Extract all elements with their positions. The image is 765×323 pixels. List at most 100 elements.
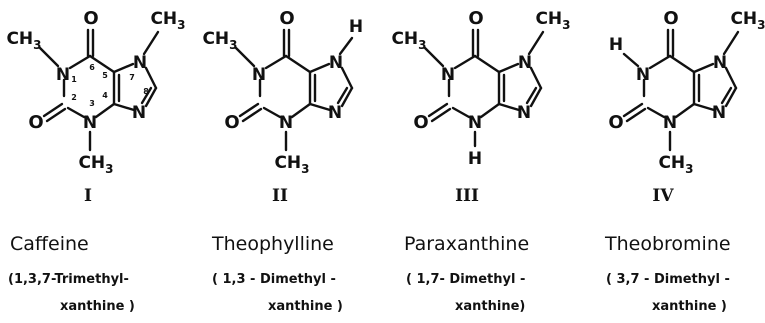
substituent-n3: H [468,149,482,169]
bond-n7-h [338,36,354,56]
bond-c2-o [622,102,644,118]
atom-n1: N [56,65,70,85]
atom-n9: N [712,103,726,123]
ring-number-8: 8 [143,87,149,96]
bond-c2-n3 [66,106,86,119]
atom-o6: O [468,8,483,29]
bond-n3-c4 [94,102,116,119]
bond-n9-c4 [692,102,716,112]
substituent-n3: CH3 [658,153,693,176]
atom-o6: O [663,8,678,29]
bond-n1-methyl [38,46,60,68]
bond-c2-o [238,102,260,118]
bond-n3-c4 [674,102,696,119]
atom-n7: N [518,53,532,73]
atom-o6: O [279,8,294,29]
bond-c5-n7 [308,62,331,74]
bond-c8-n9 [144,86,158,108]
atom-o2: O [413,112,428,133]
ring-number-4: 4 [102,91,108,100]
bond-n9-c4 [497,102,521,112]
substituent-n1: H [609,35,623,55]
name-caffeine: Caffeine [10,233,89,255]
atom-n9: N [328,103,342,123]
bond-n1-methyl [423,46,445,68]
bond-c2-n3 [646,106,666,119]
ring-number-7: 7 [129,73,135,82]
bond-n7-c8 [144,66,158,90]
bond-c8-n9 [529,86,543,108]
bond-c2-o [42,102,64,118]
bond-n7-c8 [340,66,354,90]
atom-n1: N [252,65,266,85]
bond-n3-c4 [479,102,501,119]
bond-c5-n7 [692,62,715,74]
name-theophylline: Theophylline [212,233,334,255]
atom-n3: N [83,113,97,133]
bond-n9-c4 [308,102,332,112]
bond-c2-o [427,102,449,118]
ring-number-3: 3 [89,99,95,108]
subtitle-caffeine-line2: xanthine ) [60,299,135,314]
atom-n1: N [636,65,650,85]
bond-c5-c6 [473,54,501,74]
bond-c2-o-double [625,107,647,123]
bond-c8-n9-double [720,86,733,105]
substituent-n7: H [349,17,363,37]
substituent-n7: CH3 [730,9,765,32]
substituent-n1: CH3 [6,29,41,52]
numeral-caffeine: I [84,186,92,206]
atom-n7: N [713,53,727,73]
atom-n7: N [133,53,147,73]
bond-c8-n9 [340,86,354,108]
atom-n3: N [468,113,482,133]
bond-n7-methyl [722,30,740,56]
subtitle-paraxanthine-line1: ( 1,7- Dimethyl - [406,272,526,287]
atom-n9: N [517,103,531,123]
bond-n7-c8 [529,66,543,90]
bond-c2-n3 [262,106,282,119]
bond-n3-c4 [290,102,312,119]
atom-o2: O [608,112,623,133]
numeral-theobromine: IV [652,186,674,206]
bond-c5-c6 [88,54,116,74]
atom-n3: N [663,113,677,133]
numeral-theophylline: II [272,186,288,206]
bond-c8-n9-double [140,86,153,105]
bond-c2-n3 [451,106,471,119]
substituent-n1: CH3 [391,29,426,52]
numeral-paraxanthine: III [455,186,479,206]
atom-n1: N [441,65,455,85]
bond-c5-c6 [284,54,312,74]
bond-c5-n7 [497,62,520,74]
bond-n7-methyl [142,30,160,56]
bond-c6-n1 [648,54,672,70]
atom-o2: O [28,112,43,133]
bond-c6-n1 [453,54,477,70]
bond-n9-c4 [112,102,136,112]
ring-number-1: 1 [71,75,77,84]
substituent-n7: CH3 [150,9,185,32]
substituent-n1: CH3 [202,29,237,52]
atom-o6: O [83,8,98,29]
atom-n3: N [279,113,293,133]
substituent-n3: CH3 [78,153,113,176]
subtitle-theobromine-line1: ( 3,7 - Dimethyl - [606,272,730,287]
ring-number-5: 5 [102,71,108,80]
name-theobromine: Theobromine [605,233,731,255]
bond-c6-n1 [68,54,92,70]
bond-c2-o-double [430,107,452,123]
bond-c2-o-double [45,107,67,123]
bond-c5-c6 [668,54,696,74]
subtitle-theophylline-line2: xanthine ) [268,299,343,314]
subtitle-theophylline-line1: ( 1,3 - Dimethyl - [212,272,336,287]
atom-o2: O [224,112,239,133]
bond-n1-h [622,52,640,68]
